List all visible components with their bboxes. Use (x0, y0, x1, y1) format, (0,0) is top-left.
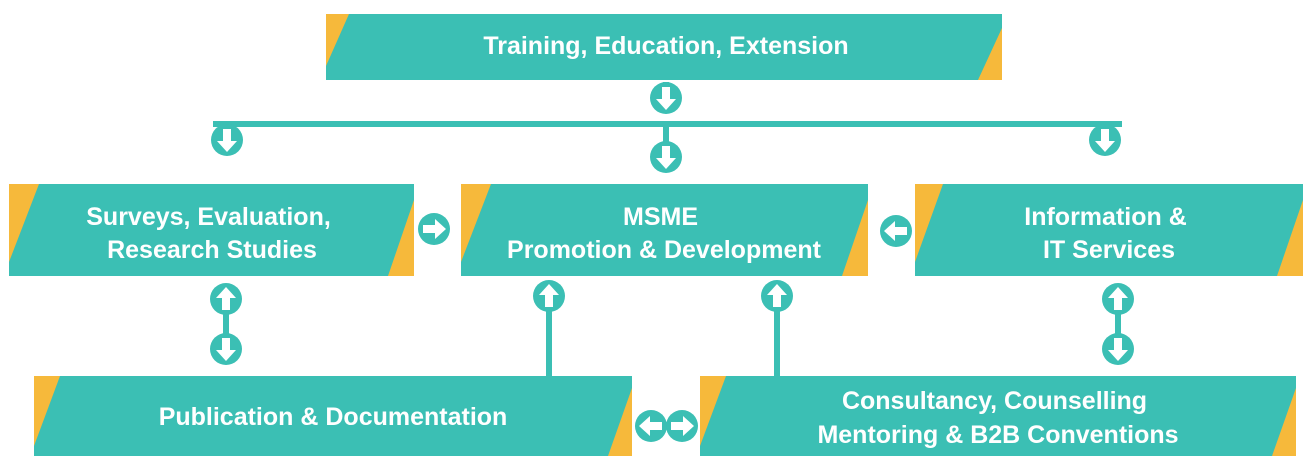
box-consultancy: Consultancy, Counselling Mentoring & B2B… (700, 376, 1296, 456)
arrow-msme-up-from-publication-icon (533, 280, 565, 312)
box-surveys-accent-right (388, 200, 414, 276)
arrow-right-branch-down-icon (1089, 124, 1121, 156)
arrow-msme-up-from-publication-arrowhead (539, 284, 559, 307)
box-msme-background (461, 184, 868, 276)
box-information: Information & IT Services (915, 184, 1303, 276)
arrow-publication-left-arrowhead (639, 416, 662, 436)
box-publication: Publication & Documentation (34, 376, 632, 456)
box-msme-accent-left (461, 184, 491, 262)
arrow-markers (210, 82, 1134, 442)
arrow-information-up-icon (1102, 283, 1134, 315)
arrow-left-branch-down-icon (211, 124, 243, 156)
arrow-training-down-icon (650, 82, 682, 114)
arrow-consultancy-up-from-information-icon (1102, 333, 1134, 365)
box-publication-accent-right (608, 388, 632, 456)
arrow-publication-up-from-surveys-arrowhead (216, 338, 236, 361)
box-training-accent-right (978, 28, 1002, 80)
box-consultancy-background (700, 376, 1296, 456)
box-consultancy-label: Consultancy, Counselling Mentoring & B2B… (817, 387, 1178, 449)
box-publication-label: Publication & Documentation (159, 403, 508, 431)
box-training-background (326, 14, 1002, 80)
box-training-accent-left (326, 14, 349, 66)
arrow-publication-left-icon (635, 410, 667, 442)
box-information-accent-right (1277, 200, 1303, 276)
arrow-msme-up-from-consultancy-icon (761, 280, 793, 312)
arrow-surveys-up-icon (210, 283, 242, 315)
arrow-training-down-arrowhead (656, 87, 676, 110)
arrow-information-up-arrowhead (1108, 287, 1128, 310)
arrow-consultancy-right-icon (666, 410, 698, 442)
box-publication-accent-left (34, 376, 60, 446)
arrow-left-branch-down-arrowhead (217, 129, 237, 152)
arrow-right-branch-down-arrowhead (1095, 129, 1115, 152)
box-surveys-background (9, 184, 414, 276)
box-training-label: Training, Education, Extension (483, 32, 848, 60)
box-surveys: Surveys, Evaluation, Research Studies (9, 184, 414, 276)
arrow-information-to-msme-arrowhead (884, 221, 907, 241)
arrow-publication-up-from-surveys-icon (210, 333, 242, 365)
box-msme-label: MSME Promotion & Development (507, 203, 822, 264)
box-information-background (915, 184, 1303, 276)
box-consultancy-accent-right (1272, 388, 1296, 456)
box-msme-accent-right (842, 200, 868, 276)
arrow-surveys-to-msme-icon (418, 213, 450, 245)
arrow-information-to-msme-icon (880, 215, 912, 247)
arrow-center-branch-down-arrowhead (656, 146, 676, 169)
arrow-msme-up-from-consultancy-arrowhead (767, 284, 787, 307)
box-consultancy-accent-left (700, 376, 726, 446)
box-msme: MSME Promotion & Development (461, 184, 868, 276)
box-publication-background (34, 376, 632, 456)
box-training: Training, Education, Extension (326, 14, 1002, 80)
arrow-consultancy-right-arrowhead (671, 416, 694, 436)
box-surveys-accent-left (9, 184, 39, 262)
box-information-label: Information & IT Services (1024, 203, 1193, 264)
box-surveys-label: Surveys, Evaluation, Research Studies (86, 203, 338, 264)
arrow-consultancy-up-from-information-arrowhead (1108, 338, 1128, 361)
box-information-accent-left (915, 184, 943, 262)
arrow-surveys-to-msme-arrowhead (423, 219, 446, 239)
arrow-center-branch-down-icon (650, 141, 682, 173)
arrow-surveys-up-arrowhead (216, 287, 236, 310)
